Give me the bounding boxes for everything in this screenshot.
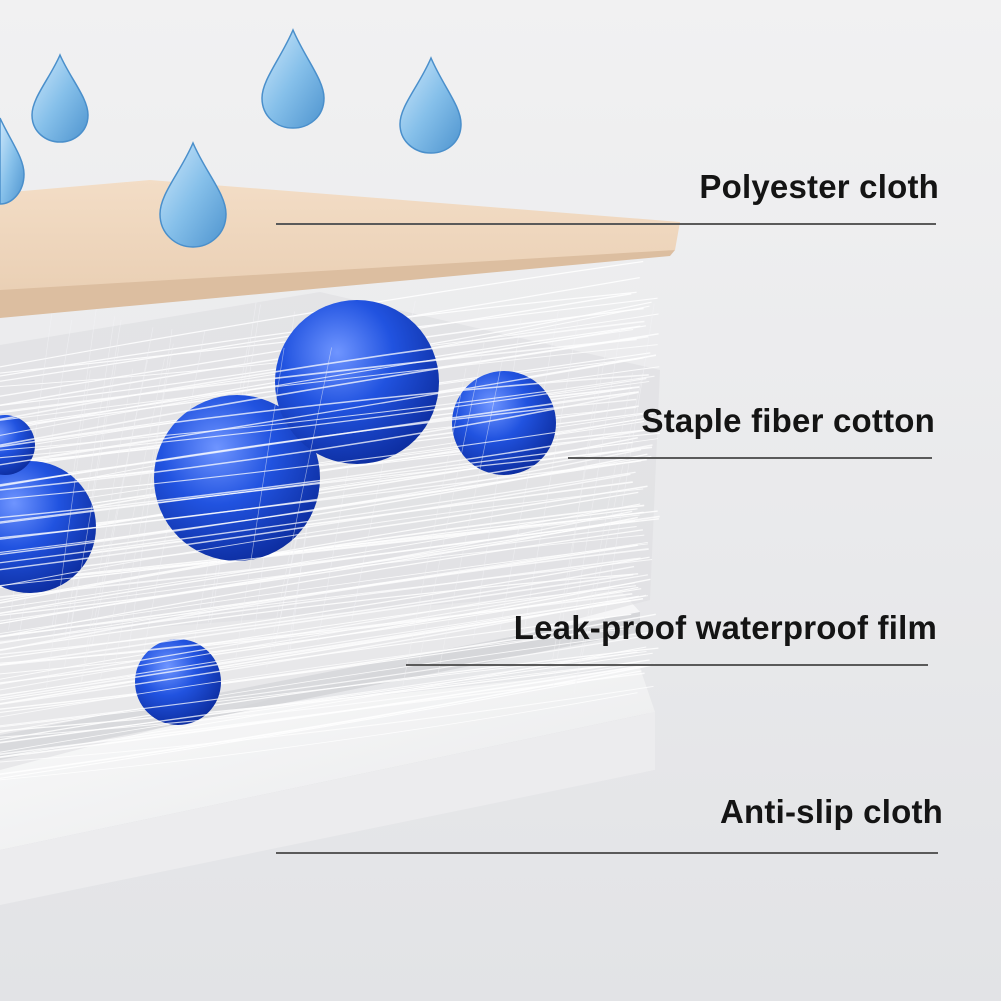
fiber-strand — [0, 488, 644, 587]
fiber-strand — [0, 670, 642, 779]
fiber-strand — [550, 350, 607, 671]
fiber-strand — [437, 355, 504, 677]
fiber-strand — [0, 338, 637, 413]
antislip-layer — [0, 668, 655, 905]
water-droplets — [0, 28, 462, 248]
fiber-strand — [0, 585, 636, 680]
droplet — [159, 141, 227, 248]
fiber-strand — [0, 375, 655, 451]
fiber-strand — [64, 346, 120, 667]
fiber-strand — [0, 663, 656, 776]
droplet — [31, 53, 89, 143]
label-waterproof-film: Leak-proof waterproof film — [513, 609, 937, 646]
fiber-strand — [0, 449, 642, 556]
droplet — [399, 56, 462, 154]
leader-line-staple — [568, 457, 932, 459]
fiber-strand — [0, 529, 643, 638]
fiber-strand — [0, 594, 647, 705]
fiber-strand — [0, 558, 653, 637]
fiber-strand — [64, 316, 115, 637]
fiber-strand — [128, 329, 173, 650]
label-staple-fiber-cotton: Staple fiber cotton — [641, 402, 935, 439]
fiber-strand — [0, 578, 651, 684]
fiber-strand — [0, 595, 639, 696]
fiber-strand — [0, 613, 656, 710]
label-polyester-cloth: Polyester cloth — [699, 168, 939, 205]
fiber-strand — [0, 335, 649, 446]
fiber-strand — [419, 340, 485, 661]
fiber-strand — [0, 344, 658, 421]
fiber-strand — [0, 481, 633, 566]
fiber-strand — [0, 574, 649, 685]
fiber-strand — [573, 372, 633, 693]
fiber-strand — [0, 595, 648, 697]
fiber-strand — [0, 672, 645, 755]
fiber-strand — [0, 485, 648, 578]
droplet — [261, 28, 325, 129]
fiber-strand — [0, 429, 646, 519]
fiber-strand — [402, 368, 467, 689]
label-anti-slip-cloth: Anti-slip cloth — [720, 793, 943, 830]
fiber-strand — [0, 685, 654, 763]
leader-line-antislip — [276, 852, 938, 854]
fiber-strand — [0, 573, 634, 666]
leader-line-polyester — [276, 223, 936, 225]
fiber-strand — [45, 370, 91, 691]
fiber-strand — [0, 503, 641, 609]
fiber-strand — [0, 515, 660, 598]
fiber-strand — [0, 557, 641, 644]
fiber-strand — [0, 455, 652, 553]
fiber-strand — [0, 592, 633, 666]
fiber-strand — [0, 391, 639, 491]
fiber-strand — [81, 360, 148, 681]
fiber-strand — [0, 525, 637, 625]
fiber-strand — [499, 310, 559, 631]
fiber-strand — [0, 599, 632, 699]
fiber-strand — [100, 358, 165, 679]
fiber-strand — [0, 374, 649, 448]
fiber-strand — [0, 398, 637, 487]
fiber-strand — [0, 491, 639, 602]
fiber-strand — [0, 514, 640, 586]
fiber-strand — [0, 661, 641, 753]
fiber-strand — [553, 366, 600, 687]
fiber-strand — [0, 471, 636, 564]
fiber-strand — [0, 628, 631, 718]
sphere — [154, 395, 320, 561]
fiber-strand — [0, 449, 635, 523]
fiber-strand — [114, 343, 174, 664]
fiber-strand — [0, 328, 634, 436]
fiber-strand — [0, 473, 631, 571]
droplet — [0, 117, 25, 205]
fiber-strand — [0, 411, 659, 512]
fiber-strand — [0, 582, 636, 691]
fiber-strand — [0, 543, 648, 634]
fiber-strand — [0, 444, 653, 539]
sphere — [135, 639, 221, 725]
fiber-strand — [0, 659, 650, 732]
fiber-strand — [573, 373, 643, 694]
fiber-strand — [266, 347, 332, 668]
fiber-strand — [0, 418, 643, 500]
staple-fiber-overlay — [0, 320, 660, 763]
fiber-strand — [79, 368, 134, 689]
fiber-strand — [0, 504, 645, 604]
fiber-strand — [0, 647, 659, 741]
fiber-strand — [0, 636, 641, 727]
fiber-strand — [0, 357, 644, 466]
fiber-strand — [0, 692, 638, 781]
fiber-strand — [0, 548, 649, 652]
fiber-strand — [0, 320, 645, 421]
fiber-strand — [0, 565, 635, 656]
fiber-strand — [0, 377, 647, 459]
fiber-strand — [0, 441, 633, 524]
fiber-strand — [569, 326, 622, 647]
fiber-strand — [233, 347, 285, 668]
leader-line-film — [406, 664, 928, 666]
